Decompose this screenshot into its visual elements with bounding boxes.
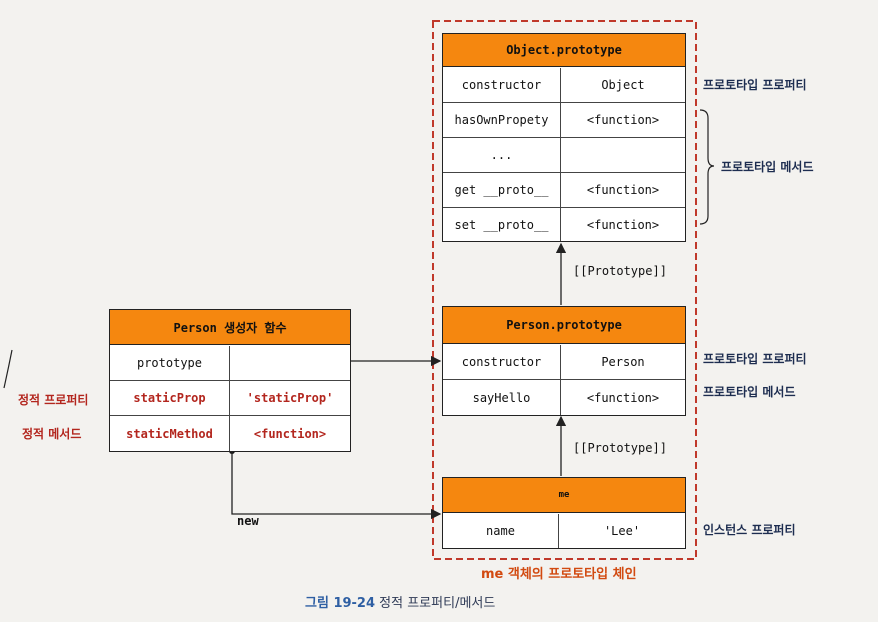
me-instance-box: me name 'Lee' <box>442 477 686 549</box>
figure-caption-text: 정적 프로퍼티/메서드 <box>379 596 496 611</box>
person-proto-method-label: 프로토타입 메서드 <box>703 385 796 399</box>
proto-link-label-1: [[Prototype]] <box>573 264 667 278</box>
methods-bracket <box>699 109 715 225</box>
object-proto-methods-label: 프로토타입 메서드 <box>721 160 814 174</box>
object-proto-key-3: get __proto__ <box>443 173 561 208</box>
object-proto-value-3: <function> <box>561 173 685 208</box>
new-arrow <box>231 451 442 520</box>
proto-link-label-2: [[Prototype]] <box>573 441 667 455</box>
object-proto-property-label: 프로토타입 프로퍼티 <box>703 78 807 92</box>
prototype-chain-border <box>432 20 697 560</box>
object-prototype-title: Object.prototype <box>443 34 685 67</box>
static-property-label: 정적 프로퍼티 <box>18 393 89 407</box>
object-proto-value-2 <box>561 138 685 173</box>
person-proto-key-0: constructor <box>443 345 561 380</box>
person-constructor-box: Person 생성자 함수 prototype staticProp 'stat… <box>109 309 351 452</box>
object-proto-key-0: constructor <box>443 68 561 103</box>
person-prototype-box: Person.prototype constructor Person sayH… <box>442 306 686 416</box>
object-prototype-box: Object.prototype constructor Object hasO… <box>442 33 686 242</box>
object-proto-value-4: <function> <box>586 217 660 232</box>
instance-property-label: 인스턴스 프로퍼티 <box>703 523 796 537</box>
object-proto-value-1: <function> <box>561 103 685 138</box>
person-proto-property-label: 프로토타입 프로퍼티 <box>703 352 807 366</box>
constructor-value-0 <box>230 346 350 381</box>
object-proto-key-1: hasOwnPropety <box>443 103 561 138</box>
constructor-key-2: staticMethod <box>110 416 230 451</box>
person-proto-value-0: Person <box>561 345 685 380</box>
constructor-key-1: staticProp <box>110 381 230 416</box>
me-key-0: name <box>443 514 559 548</box>
person-proto-key-1: sayHello <box>443 380 561 415</box>
static-method-label: 정적 메서드 <box>22 427 82 441</box>
object-proto-key-4: set __proto__ <box>443 208 561 241</box>
constructor-value-1: 'staticProp' <box>230 381 350 416</box>
constructor-key-0: prototype <box>110 346 230 381</box>
figure-number: 그림 19-24 <box>305 596 376 611</box>
me-value-0: 'Lee' <box>603 524 641 538</box>
prototype-chain-label: me 객체의 프로토타입 체인 <box>481 567 637 582</box>
figure-caption: 그림 19-24 정적 프로퍼티/메서드 <box>305 592 495 611</box>
object-proto-key-2: ... <box>443 138 561 173</box>
person-proto-value-1: <function> <box>586 390 660 405</box>
constructor-value-2: <function> <box>253 426 327 441</box>
new-label: new <box>237 514 259 528</box>
person-constructor-title: Person 생성자 함수 <box>110 310 350 345</box>
person-prototype-title: Person.prototype <box>443 307 685 344</box>
left-edge-mark <box>3 349 13 389</box>
me-instance-title: me <box>443 478 685 513</box>
object-proto-value-0: Object <box>561 68 685 103</box>
